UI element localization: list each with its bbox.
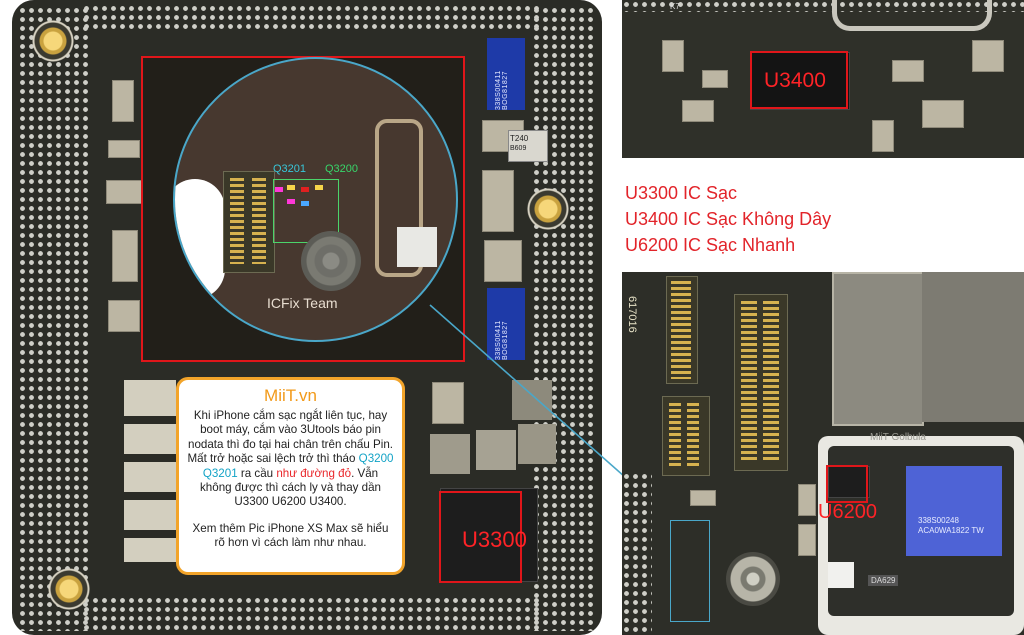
u3400-chip — [750, 52, 850, 110]
callout-paragraph-2: Xem thêm Pic iPhone XS Max sẽ hiểu rõ hơ… — [192, 521, 389, 550]
via-strip-bottom — [82, 596, 542, 630]
k7-label: K7 — [670, 2, 680, 11]
screw-hole — [527, 188, 569, 230]
blue-ic-2: 338S00411 BOG81827 — [487, 288, 525, 360]
component — [124, 462, 176, 492]
component — [702, 70, 728, 88]
via-strip-left — [18, 6, 88, 631]
screw-standoff — [726, 552, 780, 606]
u3400-highlight — [750, 51, 848, 109]
b609-label: B609 — [510, 145, 527, 152]
blue-ic-1: 338S00411 BOG81827 — [487, 38, 525, 110]
pcb-board-top-right: K7 — [622, 0, 1024, 158]
legend-u3300: U3300 IC Sạc — [625, 183, 738, 203]
shield-can — [832, 272, 924, 426]
t240-component — [508, 130, 548, 162]
u6200-label: U6200 — [818, 501, 877, 523]
screw-hole — [32, 20, 74, 62]
screw-hole — [48, 568, 90, 610]
legend-u3400: U3400 IC Sạc Không Dây — [625, 209, 832, 229]
component — [124, 538, 176, 562]
u3300-highlight — [439, 491, 522, 583]
inductor — [512, 380, 552, 420]
component — [124, 424, 176, 454]
connector-pins — [230, 178, 244, 264]
watermark-gold: MiiT Golbula — [870, 432, 926, 443]
flex-connector — [666, 276, 698, 384]
marker — [275, 187, 283, 192]
component — [922, 100, 964, 128]
pad-white — [397, 227, 437, 267]
brand-name: MiiT.vn — [264, 386, 317, 405]
u3400-label: U3400 — [764, 69, 826, 92]
marker — [301, 187, 309, 192]
component — [108, 140, 140, 158]
info-callout: MiiT.vn Khi iPhone cắm sạc ngắt liên tục… — [176, 377, 405, 575]
big-chip — [906, 466, 1002, 556]
inductor — [430, 434, 470, 474]
battery-connector-highlight — [670, 520, 710, 622]
u6200-highlight — [826, 465, 868, 503]
component — [124, 500, 176, 530]
via-strip — [622, 472, 652, 632]
callout-paragraph-1: Khi iPhone cắm sạc ngắt liên tục, hay bo… — [187, 409, 394, 509]
q3201-ref: Q3201 — [202, 466, 238, 480]
component — [662, 40, 684, 72]
pcb-board-bottom-right: 617016 MiiT Golbula 338S00248 ACA0WA1822… — [622, 272, 1024, 635]
frame — [832, 0, 992, 31]
via-strip-right — [532, 6, 596, 631]
edge-number: 617016 — [626, 296, 638, 333]
shield-can — [922, 272, 1024, 422]
da629-label: DA629 — [868, 575, 899, 586]
cutout — [175, 179, 225, 299]
component — [484, 240, 522, 282]
component — [682, 100, 714, 122]
component — [108, 300, 140, 332]
big-chip-label: 338S00248 ACA0WA1822 TW — [918, 516, 984, 535]
via-strip-top — [82, 4, 542, 30]
red-line-ref: như đường đỏ — [276, 466, 352, 480]
u6200-chip — [828, 466, 870, 498]
magnified-view-circle: Q3201 Q3200 ICFix Team — [173, 57, 458, 342]
via-strip — [622, 0, 1024, 12]
connector-pins — [252, 178, 266, 264]
flex-connector-large — [734, 294, 788, 471]
marker — [287, 185, 295, 190]
marker — [315, 185, 323, 190]
u3300-label: U3300 — [462, 527, 527, 552]
component — [892, 60, 924, 82]
inductor — [518, 424, 556, 464]
connector-pins — [687, 403, 699, 467]
inductor — [476, 430, 516, 470]
component — [112, 230, 138, 282]
component — [872, 120, 894, 152]
component — [798, 524, 816, 556]
component — [112, 80, 134, 122]
q3201-label: Q3201 — [273, 163, 307, 175]
component — [482, 170, 514, 232]
marker — [287, 199, 295, 204]
frame — [375, 119, 423, 277]
component — [432, 382, 464, 424]
component — [124, 380, 176, 416]
component — [690, 490, 716, 506]
q3200-label: Q3200 — [325, 163, 359, 175]
component — [798, 484, 816, 516]
legend-u6200: U6200 IC Sạc Nhanh — [625, 235, 796, 255]
battery-connector — [223, 171, 275, 273]
component — [972, 40, 1004, 72]
connector-pins — [763, 301, 779, 461]
watermark-icfix: ICFix Team — [267, 295, 338, 311]
connector-pins — [671, 281, 691, 379]
marker — [301, 201, 309, 206]
q3200-ref: Q3200 — [358, 452, 394, 466]
t240-label: T240 — [510, 134, 529, 143]
connector-pins — [741, 301, 757, 461]
pad-white — [828, 562, 854, 588]
flex-connector — [662, 396, 710, 476]
connector-pins — [669, 403, 681, 467]
coil — [301, 231, 361, 291]
